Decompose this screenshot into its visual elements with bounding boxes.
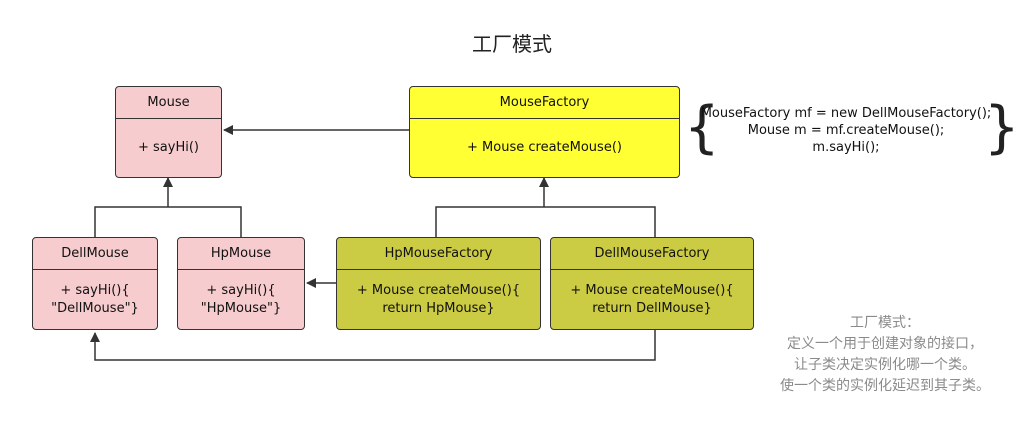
- pattern-description: 工厂模式： 定义一个用于创建对象的接口， 让子类决定实例化哪一个类。 使一个类的…: [755, 313, 1015, 397]
- code-line-2: Mouse m = mf.createMouse();: [747, 123, 945, 138]
- arrow-dellfactory-to-dellmouse: [90, 330, 656, 361]
- mouse-class-body: + sayHi(): [116, 119, 221, 177]
- note-heading: 工厂模式：: [850, 315, 920, 331]
- hpmousefactory-class-body: + Mouse createMouse(){ return HpMouse}: [337, 270, 540, 329]
- dellmousefactory-class-body: + Mouse createMouse(){ return DellMouse}: [551, 270, 753, 329]
- mousefactory-method: + Mouse createMouse(): [467, 140, 622, 155]
- client-code-block: MouseFactory mf = new DellMouseFactory()…: [700, 105, 992, 156]
- hpmouse-method-line-2: "HpMouse"}: [200, 300, 282, 316]
- note-line-1: 定义一个用于创建对象的接口，: [787, 336, 983, 352]
- inherit-line-hpmouse: [168, 206, 242, 237]
- mousefactory-class-name: MouseFactory: [410, 87, 679, 119]
- inherit-line-dellmouse: [94, 206, 168, 237]
- mousefactory-class-body: + Mouse createMouse(): [410, 119, 679, 177]
- dellmouse-method-line-2: "DellMouse"}: [51, 300, 139, 316]
- hpmousefactory-method-line-1: + Mouse createMouse(){: [356, 282, 521, 298]
- mouse-class-name: Mouse: [116, 87, 221, 119]
- diagram-title: 工厂模式: [472, 32, 552, 56]
- dellmousefactory-class-box: DellMouseFactory + Mouse createMouse(){ …: [550, 237, 754, 330]
- dellmouse-method-line-1: + sayHi(){: [60, 282, 130, 298]
- hpmouse-method-line-1: + sayHi(){: [206, 282, 276, 298]
- dellmouse-class-body: + sayHi(){ "DellMouse"}: [33, 270, 157, 329]
- mouse-class-box: Mouse + sayHi(): [115, 86, 222, 178]
- dellmouse-class-name: DellMouse: [33, 238, 157, 270]
- hpmousefactory-class-name: HpMouseFactory: [337, 238, 540, 270]
- dellmousefactory-method-line-1: + Mouse createMouse(){: [570, 282, 734, 298]
- hpmouse-class-body: + sayHi(){ "HpMouse"}: [178, 270, 304, 329]
- hpmouse-class-box: HpMouse + sayHi(){ "HpMouse"}: [177, 237, 305, 330]
- dellmousefactory-method-line-2: return DellMouse}: [592, 300, 712, 316]
- hpmousefactory-method-line-2: return HpMouse}: [382, 300, 495, 316]
- dellmouse-class-box: DellMouse + sayHi(){ "DellMouse"}: [32, 237, 158, 330]
- right-brace-icon: }: [984, 95, 1020, 160]
- note-line-3: 使一个类的实例化延迟到其子类。: [780, 378, 990, 394]
- mouse-method: + sayHi(): [138, 140, 199, 155]
- inherit-line-dellmousefactory: [544, 206, 656, 237]
- inherit-line-hpmousefactory: [435, 206, 544, 237]
- hpmousefactory-class-box: HpMouseFactory + Mouse createMouse(){ re…: [336, 237, 541, 330]
- note-line-2: 让子类决定实例化哪一个类。: [794, 357, 976, 373]
- code-line-1: MouseFactory mf = new DellMouseFactory()…: [700, 106, 992, 121]
- dellmousefactory-class-name: DellMouseFactory: [551, 238, 753, 270]
- mousefactory-class-box: MouseFactory + Mouse createMouse(): [409, 86, 680, 178]
- hpmouse-class-name: HpMouse: [178, 238, 304, 270]
- left-brace-icon: {: [684, 95, 720, 160]
- code-line-3: m.sayHi();: [812, 140, 880, 155]
